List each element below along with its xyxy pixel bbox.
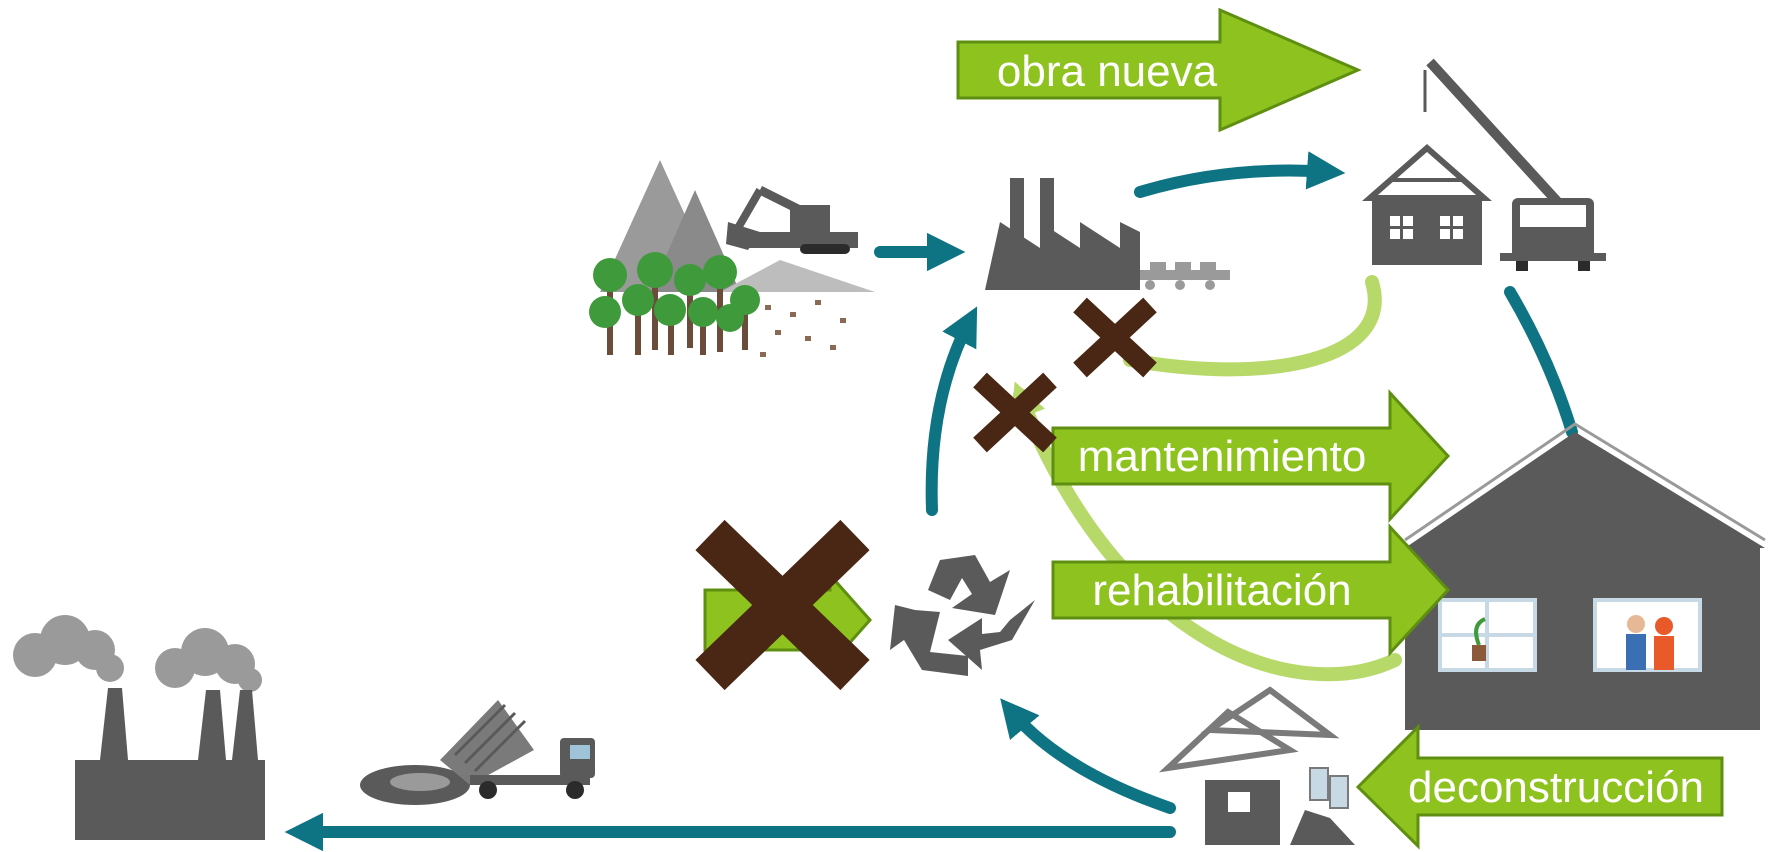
smokestack-factory-icon bbox=[13, 615, 265, 840]
label-rehabilitation-text: rehabilitación bbox=[1092, 566, 1351, 615]
label-deconstruction: deconstrucción bbox=[1355, 723, 1724, 850]
feedback-arrow-rehabilitation bbox=[1011, 381, 1402, 682]
cross-mark-icon bbox=[695, 297, 1157, 691]
cross-mark-small-1 bbox=[1073, 297, 1157, 378]
arrow-recycle-to-factory bbox=[925, 306, 978, 516]
arrow-construction-to-use bbox=[1504, 286, 1578, 438]
feedback-arrows bbox=[1011, 275, 1402, 682]
label-rehabilitation: rehabilitación bbox=[1051, 523, 1451, 657]
dump-truck-icon bbox=[360, 700, 595, 805]
label-new-build: obra nueva bbox=[956, 7, 1362, 133]
recycle-icon bbox=[890, 555, 1035, 676]
feedback-arrow-construction bbox=[1123, 275, 1382, 377]
mountains-excavator-icon bbox=[589, 160, 875, 357]
forest bbox=[589, 252, 760, 355]
label-new-build-text: obra nueva bbox=[997, 47, 1218, 96]
demolition-rubble-icon bbox=[1158, 686, 1355, 845]
factory-conveyor-icon bbox=[985, 178, 1230, 290]
cross-mark-large bbox=[695, 519, 870, 691]
cycle-arrows bbox=[284, 151, 1578, 852]
arrow-factory-to-construction bbox=[1134, 151, 1346, 198]
label-maintenance-text: mantenimiento bbox=[1078, 432, 1367, 481]
cross-mark-small-2 bbox=[973, 372, 1057, 453]
house-with-people-icon bbox=[1404, 422, 1766, 730]
label-maintenance: mantenimiento bbox=[1051, 389, 1451, 523]
arrow-deconstruction-to-recycle bbox=[1000, 698, 1176, 814]
label-deconstruction-text: deconstrucción bbox=[1408, 763, 1704, 812]
crane-house-icon bbox=[1362, 58, 1606, 271]
